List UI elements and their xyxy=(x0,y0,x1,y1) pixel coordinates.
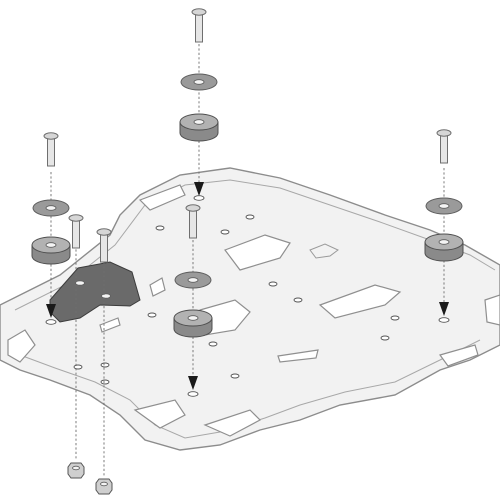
cutout-slot-left xyxy=(99,317,121,333)
rubber-grommet-right xyxy=(424,233,464,262)
cutout-slot-lower xyxy=(149,277,166,297)
cutout-right-center xyxy=(318,284,402,319)
cutout-bottom-center xyxy=(203,409,261,437)
washer-center xyxy=(174,271,212,289)
cutout-slot-mid xyxy=(277,349,319,363)
rubber-grommet-left xyxy=(31,236,71,265)
hex-nut-left xyxy=(67,462,85,479)
bolt-bracket-left xyxy=(68,214,84,249)
cutout-far-right xyxy=(484,294,500,326)
washer-right xyxy=(425,197,463,215)
washer-left xyxy=(32,199,70,217)
cutout-left xyxy=(7,329,36,363)
bolt-left xyxy=(43,132,59,167)
bolt-right xyxy=(436,129,452,164)
washer-top-center xyxy=(180,73,218,91)
cutout-top-left xyxy=(138,184,186,211)
cutout-top-center xyxy=(224,234,291,271)
cutout-bottom-right xyxy=(439,344,479,367)
brand-logo-icon xyxy=(309,243,339,259)
adapter-bracket xyxy=(49,261,141,323)
rack-plate xyxy=(0,167,500,451)
plate-holes xyxy=(73,214,400,385)
bolt-top-center xyxy=(191,8,207,43)
hex-nut-right xyxy=(95,478,113,495)
rubber-grommet-center xyxy=(173,309,213,338)
rubber-grommet-top-center xyxy=(179,113,219,142)
plate-cutouts xyxy=(7,184,500,437)
cutout-bottom-left xyxy=(133,399,186,429)
